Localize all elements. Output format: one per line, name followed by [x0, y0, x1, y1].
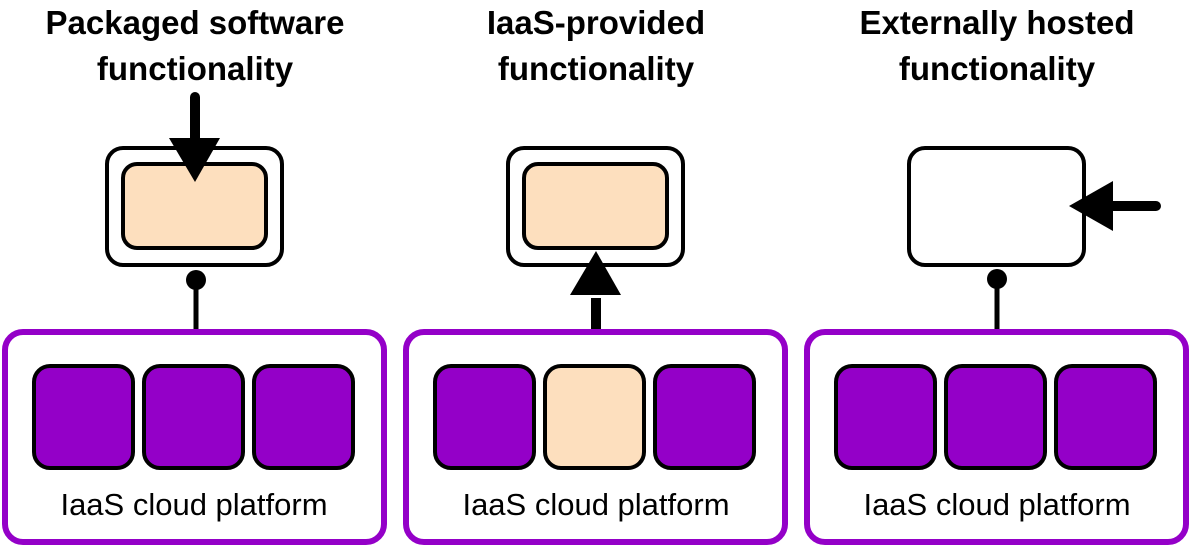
panel-title-line2: functionality: [899, 50, 1096, 87]
panel-iaas-provided: IaaS-provided functionality IaaS cloud p…: [403, 4, 788, 545]
arrow-left-icon: [1069, 181, 1161, 231]
platform-service-block: [944, 364, 1047, 470]
panel-title-line1: Externally hosted: [859, 4, 1134, 41]
platform-service-block: [433, 364, 536, 470]
panel-externally-hosted: Externally hosted functionality IaaS clo…: [804, 4, 1189, 545]
platform-label: IaaS cloud platform: [60, 487, 327, 522]
platform-service-block: [834, 364, 937, 470]
platform-service-block: [142, 364, 245, 470]
platform-service-block: [32, 364, 135, 470]
panel-title-line2: functionality: [498, 50, 695, 87]
panel-title-line2: functionality: [97, 50, 294, 87]
platform-service-block: [653, 364, 756, 470]
platform-service-block: [252, 364, 355, 470]
platform-label: IaaS cloud platform: [462, 487, 729, 522]
arrow-down-icon: [169, 92, 220, 182]
external-service-box: [907, 146, 1086, 267]
provided-inner-component: [522, 162, 669, 250]
panel-title-line1: Packaged software: [46, 4, 345, 41]
platform-service-block: [1054, 364, 1157, 470]
panel-packaged-software: Packaged software functionality IaaS clo…: [2, 4, 387, 545]
panel-title-line1: IaaS-provided: [487, 4, 705, 41]
platform-label: IaaS cloud platform: [863, 487, 1130, 522]
platform-service-block-highlighted: [543, 364, 646, 470]
